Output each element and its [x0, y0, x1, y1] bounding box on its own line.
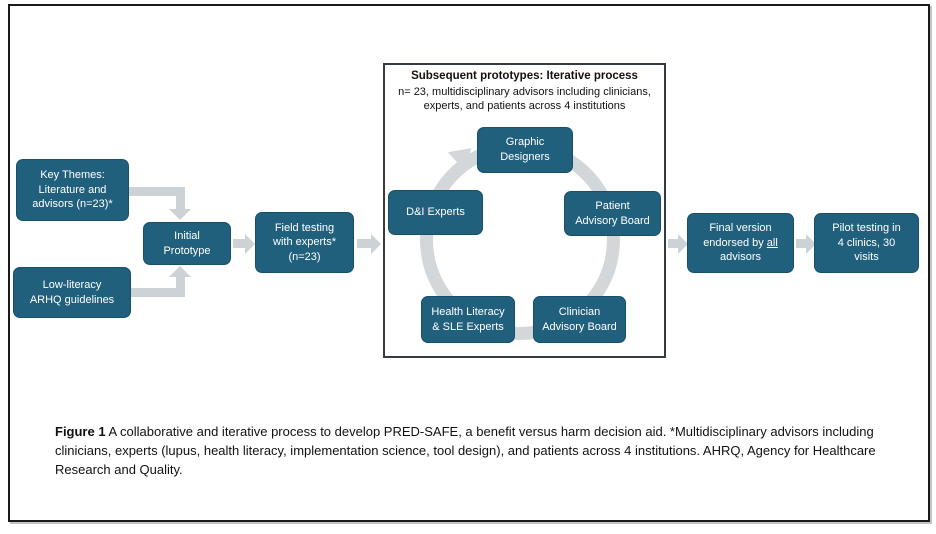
final-version-box: Final version endorsed by all advisors [687, 213, 794, 273]
final-version-part2: advisors [720, 251, 761, 264]
final-version-label: Final version endorsed by all advisors [703, 221, 778, 265]
final-version-part1: Final version endorsed by [703, 222, 772, 249]
field-testing-label: Field testing with experts* (n=23) [273, 221, 336, 263]
initial-prototype-box: Initial Prototype [143, 222, 231, 265]
figure-caption-label: Figure 1 [55, 424, 106, 439]
arrowhead-right-icon [371, 234, 381, 254]
key-themes-box: Key Themes: Literature and advisors (n=2… [16, 159, 129, 221]
clinician-advisory-board-box: Clinician Advisory Board [533, 296, 626, 343]
figure-caption: Figure 1 A collaborative and iterative p… [55, 423, 883, 480]
arrow-segment [131, 288, 185, 297]
dni-experts-box: D&I Experts [388, 190, 483, 235]
low-literacy-label: Low-literacy ARHQ guidelines [29, 278, 115, 306]
figure-caption-text: A collaborative and iterative process to… [55, 424, 876, 477]
arrow-segment [796, 239, 806, 248]
arrow-segment [129, 187, 185, 196]
graphic-designers-box: Graphic Designers [477, 127, 573, 173]
arrow-segment [176, 277, 185, 297]
clinician-advisory-board-label: Clinician Advisory Board [542, 305, 617, 333]
arrowhead-up-icon [169, 266, 191, 277]
key-themes-label: Key Themes: Literature and advisors (n=2… [32, 169, 113, 211]
arrowhead-right-icon [678, 234, 688, 254]
arrow-segment [176, 187, 185, 210]
graphic-designers-label: Graphic Designers [500, 136, 550, 163]
arrow-segment [668, 239, 678, 248]
patient-advisory-board-box: Patient Advisory Board [564, 191, 661, 236]
panel-title: Subsequent prototypes: Iterative process [411, 70, 638, 82]
field-testing-box: Field testing with experts* (n=23) [255, 212, 354, 273]
low-literacy-box: Low-literacy ARHQ guidelines [13, 267, 131, 318]
pilot-testing-label: Pilot testing in 4 clinics, 30 visits [832, 222, 901, 264]
panel-subtitle: n= 23, multidisciplinary advisors includ… [398, 86, 651, 113]
initial-prototype-label: Initial Prototype [163, 229, 211, 257]
health-literacy-sle-experts-box: Health Literacy & SLE Experts [421, 296, 515, 343]
figure-frame [8, 4, 930, 522]
arrowhead-right-icon [806, 234, 816, 254]
patient-advisory-board-label: Patient Advisory Board [575, 199, 650, 227]
arrow-segment [233, 239, 245, 248]
health-literacy-sle-experts-label: Health Literacy & SLE Experts [431, 305, 505, 333]
dni-experts-label: D&I Experts [406, 206, 465, 219]
pilot-testing-box: Pilot testing in 4 clinics, 30 visits [814, 213, 919, 273]
final-version-underlined: all [766, 236, 778, 249]
arrowhead-down-icon [169, 209, 191, 220]
arrowhead-right-icon [245, 234, 255, 254]
arrow-segment [357, 239, 371, 248]
